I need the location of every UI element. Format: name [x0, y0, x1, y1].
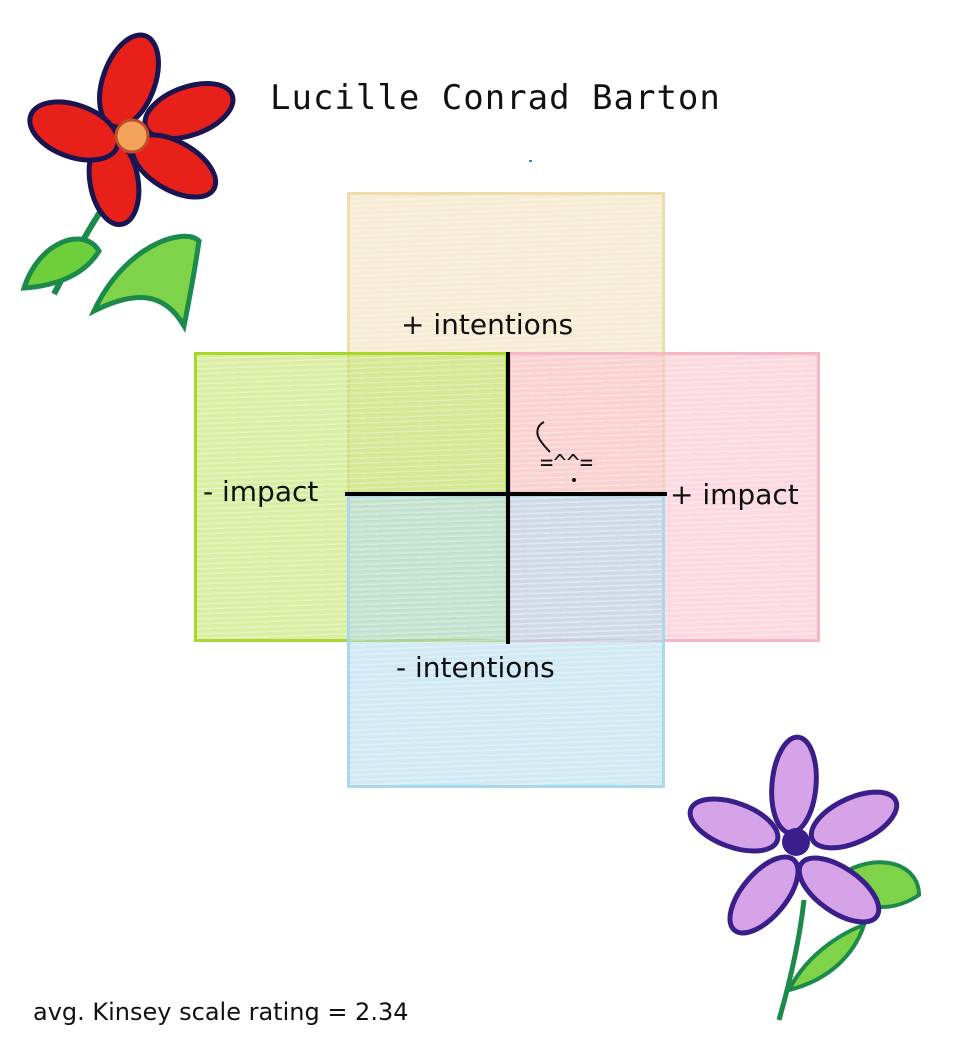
red-flower-icon — [20, 32, 236, 334]
purple-flower-icon — [687, 734, 922, 1021]
minus-impact-label: - impact — [203, 475, 319, 508]
page-title: Lucille Conrad Barton — [270, 78, 721, 118]
kinsey-rating-text: avg. Kinsey scale rating = 2.34 — [33, 998, 409, 1026]
plus-intentions-label: + intentions — [401, 308, 574, 341]
cat-marker-icon: =^^= — [536, 421, 593, 482]
minus-intentions-label: - intentions — [396, 651, 555, 684]
cat-marker-text: =^^= — [540, 451, 593, 476]
plus-impact-label: + impact — [670, 478, 799, 511]
stray-dot — [529, 160, 532, 162]
vertical-axis — [506, 352, 510, 644]
